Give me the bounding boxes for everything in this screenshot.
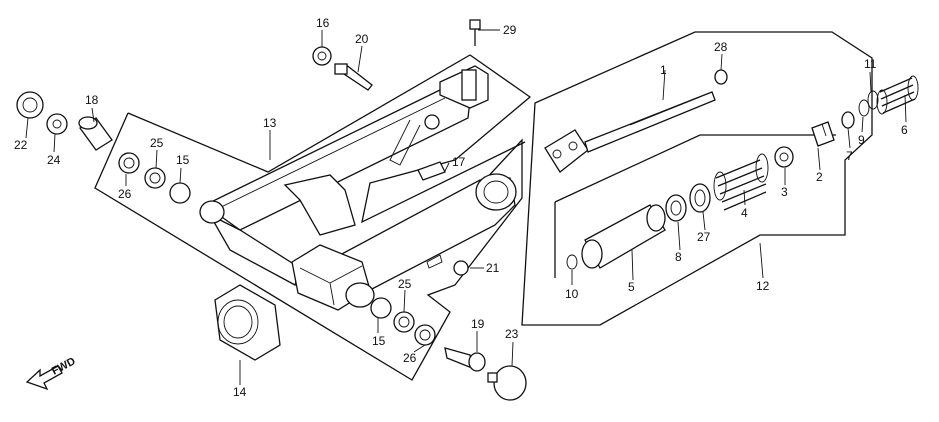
swingarm-frame	[199, 65, 517, 311]
callout-18: 18	[85, 93, 99, 107]
leader-lines	[25, 29, 907, 385]
callout-16: 16	[316, 16, 330, 30]
callout-20: 20	[355, 32, 369, 46]
part-6-spring	[876, 75, 919, 115]
callout-29: 29	[503, 23, 517, 37]
callout-9: 9	[858, 133, 865, 147]
part-18-bolt	[78, 116, 113, 151]
part-27-washer	[689, 183, 711, 213]
callout-19: 19	[471, 317, 485, 331]
callout-26a: 26	[118, 187, 132, 201]
callout-5: 5	[628, 280, 635, 294]
part-9-ring	[858, 99, 870, 117]
callout-28: 28	[714, 40, 728, 54]
part-16-seal	[312, 46, 332, 66]
callout-11: 11	[864, 57, 877, 71]
part-26a-bearing	[118, 152, 140, 174]
part-23-cap	[487, 365, 527, 401]
part-24-washer	[46, 113, 68, 135]
callout-15a: 15	[176, 153, 190, 167]
callout-17: 17	[452, 155, 466, 169]
part-25a-bearing	[144, 167, 166, 189]
part-21-nut	[453, 260, 469, 276]
callout-7: 7	[846, 149, 853, 163]
callout-22: 22	[14, 138, 28, 152]
part-29-bolt	[469, 19, 481, 46]
part-26b-bearing	[414, 324, 436, 346]
callout-21: 21	[486, 261, 500, 275]
callout-8: 8	[675, 250, 682, 264]
callout-12: 12	[756, 279, 770, 293]
callout-13: 13	[263, 116, 277, 130]
part-15a-cap	[169, 182, 191, 204]
callout-4: 4	[741, 206, 748, 220]
callout-23: 23	[505, 327, 519, 341]
callout-3: 3	[781, 185, 788, 199]
part-28-oring	[714, 69, 728, 85]
driveshaft-group-outline	[521, 31, 873, 326]
part-15b-cap	[370, 297, 392, 319]
callout-24: 24	[47, 153, 61, 167]
part-8-seal	[665, 194, 687, 222]
part-7-washer	[841, 111, 855, 129]
callout-10: 10	[565, 287, 579, 301]
callout-2: 2	[816, 170, 823, 184]
callout-6: 6	[901, 123, 908, 137]
callout-25a: 25	[150, 136, 164, 150]
callout-27: 27	[697, 230, 711, 244]
part-14-boot	[214, 284, 281, 361]
part-19-bolt	[444, 347, 486, 372]
part-10-clip	[566, 254, 578, 270]
forward-label: FWD	[50, 355, 78, 377]
callout-14: 14	[233, 385, 247, 399]
part-5-damper	[581, 204, 666, 269]
part-25b-bearing	[393, 311, 415, 333]
callout-26b: 26	[403, 351, 417, 365]
callout-numbers: 1 2 3 4 5 6 7 8 9 10 11 12 13 14 15 15 1…	[14, 16, 908, 399]
part-2-joint	[811, 121, 835, 147]
callout-25b: 25	[398, 277, 412, 291]
part-11-ring	[867, 90, 879, 110]
callout-15b: 15	[372, 334, 386, 348]
part-4-spring	[713, 153, 769, 211]
part-20-bolt	[334, 63, 373, 91]
part-3-nut	[774, 146, 794, 168]
callout-1: 1	[660, 63, 667, 77]
part-22-seal	[16, 91, 44, 119]
forward-direction-indicator: FWD	[25, 355, 78, 391]
part-1-driveshaft	[544, 91, 716, 173]
